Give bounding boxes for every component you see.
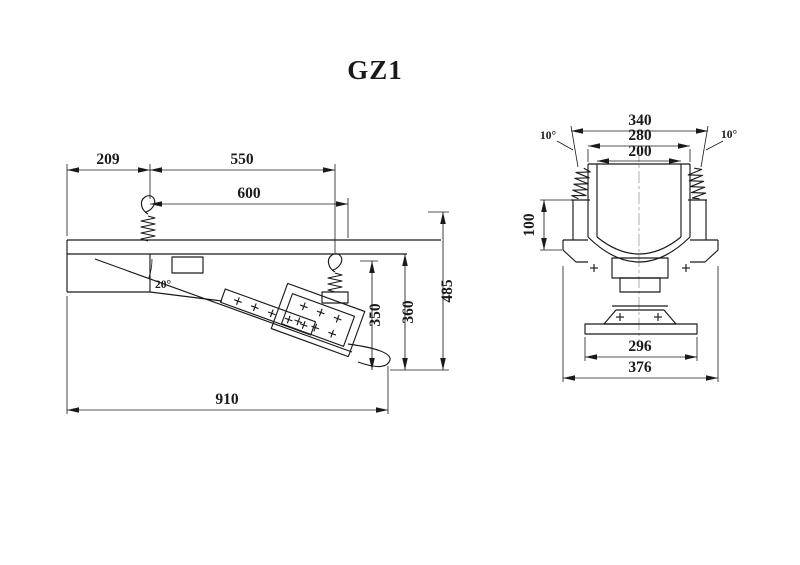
front-dimension-lines: [540, 125, 724, 382]
dim-340: 340: [628, 112, 652, 129]
mount-tab-left: [562, 239, 588, 263]
cross-mark: [249, 301, 261, 313]
angle-10-right-label: 10°: [721, 129, 738, 141]
side-dimension-lines: [66, 164, 449, 414]
cross-mark: [282, 313, 295, 326]
rear-hanger-spring: [327, 253, 343, 293]
cross-mark: [653, 312, 663, 322]
dim-360: 360: [400, 300, 417, 324]
cross-mark: [326, 327, 338, 340]
leader-line: [556, 140, 574, 151]
trough-cross-section: [562, 163, 719, 263]
spring-coil-icon: [327, 272, 343, 293]
right-suspension-spring: [687, 167, 707, 200]
discharge-spout: [347, 343, 391, 368]
left-suspension-spring: [571, 167, 591, 200]
dim-910: 910: [215, 391, 239, 408]
mount-tab-right: [690, 239, 719, 263]
magnet-yoke-upper: [611, 257, 669, 279]
feeder-body: [66, 239, 441, 368]
dim-600: 600: [237, 185, 261, 202]
cross-mark: [615, 312, 625, 322]
trough-incline-edge: [94, 258, 353, 353]
dim-280: 280: [628, 127, 652, 144]
base-plate: [584, 323, 698, 335]
inspection-window: [171, 256, 204, 274]
cross-mark: [315, 306, 327, 319]
spring-coil-icon: [140, 215, 156, 242]
dim-296: 296: [628, 338, 652, 355]
armature-trapezoid: [603, 309, 677, 325]
magnet-yoke-lower: [619, 277, 661, 293]
dim-485: 485: [439, 279, 456, 303]
cross-mark: [331, 312, 344, 325]
hook-icon: [327, 253, 343, 273]
trough-bottom-outer-arc: [587, 236, 691, 263]
extension-line: [700, 125, 709, 168]
trough-channel: [219, 288, 317, 336]
angle-20-label: 20°: [155, 279, 172, 291]
dim-550: 550: [230, 151, 254, 168]
vibrator-outer-case: [270, 282, 366, 358]
page-title: GZ1: [347, 55, 403, 85]
dim-350: 350: [367, 303, 384, 327]
front-hanger-spring: [140, 195, 156, 242]
dim-376: 376: [628, 359, 652, 376]
cross-mark: [232, 295, 244, 307]
hook-icon: [140, 195, 156, 215]
cross-mark: [298, 300, 310, 313]
dim-209: 209: [96, 151, 120, 168]
leader-line: [705, 140, 724, 151]
trough-bottom-inner-arc: [596, 236, 682, 255]
side-view: 209 550 600 910 485 360 350 20°: [66, 151, 456, 414]
dim-100: 100: [521, 213, 538, 237]
spring-coil-icon: [687, 167, 707, 200]
angle-10-left-label: 10°: [540, 130, 557, 142]
front-view: 340 280 200 100 296 376 10° 10°: [521, 112, 737, 382]
vibrator-box: [270, 282, 366, 358]
cross-mark: [589, 263, 599, 273]
trough-lower-edge: [149, 291, 223, 302]
extension-line: [570, 125, 579, 168]
dim-200: 200: [628, 143, 652, 160]
vibrator-inner-case: [280, 293, 356, 347]
cross-mark: [681, 263, 691, 273]
vibrator-base-assembly: [584, 257, 698, 335]
spring-coil-icon: [571, 167, 591, 200]
